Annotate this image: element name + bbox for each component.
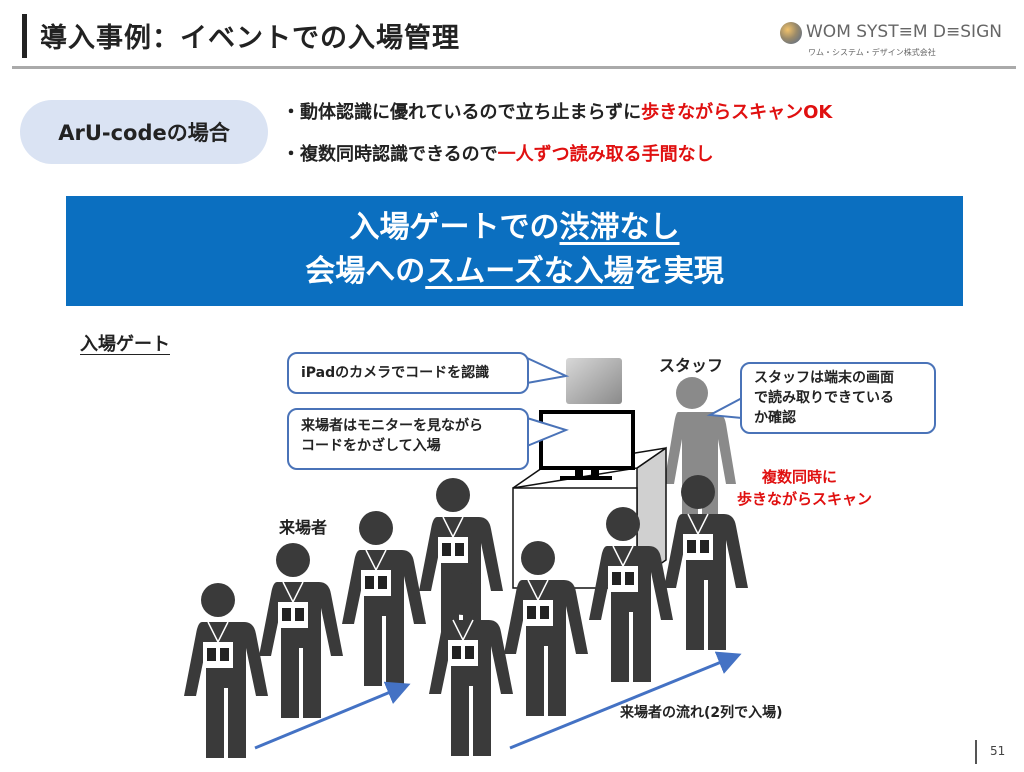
banner-emphasis: 渋滞なし — [559, 210, 680, 245]
bullet-2: ・複数同時認識できるので一人ずつ読み取る手間なし — [282, 140, 714, 166]
red-note-line-2: 歩きながらスキャン — [737, 490, 873, 508]
red-note-line-1: 複数同時に — [762, 468, 838, 486]
bullet-text: ・動体認識に優れているので立ち止まらずに — [282, 102, 642, 123]
page-number: 51 — [990, 744, 1006, 758]
callout-text: コードをかざして入場 — [301, 438, 441, 454]
title-accent-bar — [22, 14, 27, 58]
callout-text: スタッフは端末の画面 — [754, 370, 894, 386]
visitor-figure — [664, 475, 748, 650]
gate-label: 入場ゲート — [80, 334, 170, 355]
ipad-icon — [566, 358, 622, 404]
visitor-figure — [259, 543, 343, 718]
banner-text: 会場への — [305, 254, 426, 289]
page-title: 導入事例：イベントでの入場管理 — [40, 23, 460, 54]
flow-arrow — [254, 681, 411, 750]
callout-staff: スタッフは端末の画面で読み取りできているか確認 — [740, 362, 936, 434]
callout-tail — [526, 357, 570, 384]
callout-text: か確認 — [754, 410, 796, 426]
visitor-figure — [342, 511, 426, 686]
banner-emphasis: スムーズな入場 — [425, 254, 634, 289]
header-divider — [12, 66, 1016, 69]
bullet-1: ・動体認識に優れているので立ち止まらずに歩きながらスキャンOK — [282, 98, 832, 124]
callout-text: 来場者はモニターを見ながら — [301, 418, 483, 434]
callout-tail — [526, 417, 569, 447]
staff-label: スタッフ — [659, 356, 724, 375]
bullet-highlight: 歩きながらスキャンOK — [641, 102, 833, 123]
bullet-text: ・複数同時認識できるので — [282, 144, 498, 165]
company-logo: WOM SYST≡M D≡SIGN ワム・システム・デザイン株式会社 — [780, 20, 1020, 62]
bullet-highlight: 一人ずつ読み取る手間なし — [497, 144, 714, 165]
callout-monitor: 来場者はモニターを見ながらコードをかざして入場 — [287, 408, 529, 470]
banner-text: を実現 — [633, 254, 724, 289]
logo-subtitle: ワム・システム・デザイン株式会社 — [808, 48, 936, 57]
visitor-figure — [184, 583, 268, 758]
visitor-figure — [504, 541, 588, 716]
callout-tail — [706, 397, 743, 419]
headline-banner: 入場ゲートでの渋滞なし 会場へのスムーズな入場を実現 — [66, 196, 963, 306]
visitor-figure — [419, 478, 503, 653]
page-number-divider — [975, 740, 977, 764]
flow-label: 来場者の流れ(2列で入場) — [620, 705, 783, 721]
callout-text: で読み取りできている — [754, 390, 894, 406]
visitor-figure — [429, 581, 513, 756]
globe-icon — [780, 22, 802, 44]
logo-name: WOM SYST≡M D≡SIGN — [806, 22, 1002, 42]
monitor-icon — [539, 410, 635, 480]
callout-ipad: iPadのカメラでコードを認識 — [287, 352, 529, 394]
banner-text: 入場ゲートでの — [349, 210, 560, 245]
visitors-label: 来場者 — [279, 518, 328, 537]
visitor-figure — [589, 507, 673, 682]
flow-arrow — [509, 651, 742, 750]
case-label: ArU-codeの場合 — [20, 100, 268, 164]
